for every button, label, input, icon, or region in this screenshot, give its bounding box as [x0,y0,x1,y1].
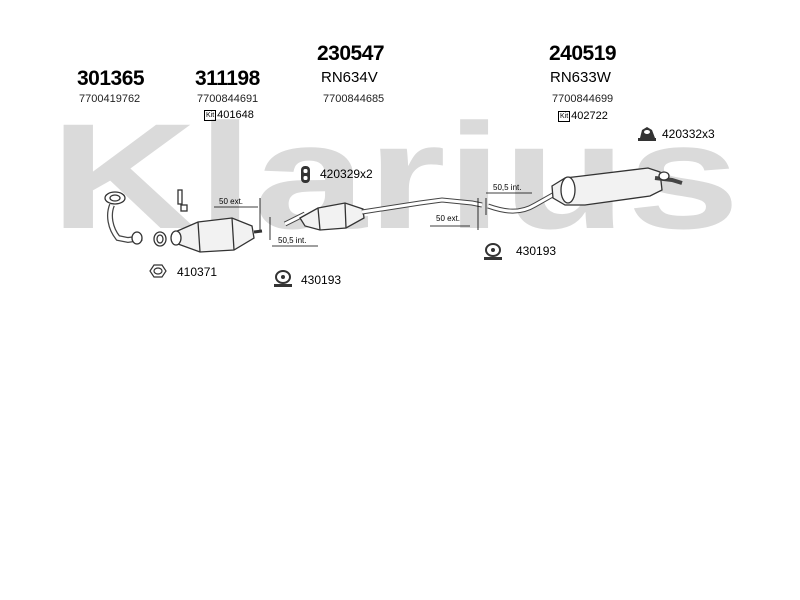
rubber-mount-icon [638,127,656,141]
rear-silencer-240519 [487,167,683,214]
fitting-ref: 430193 [301,273,342,287]
gasket-icon [149,264,167,278]
intermediate-pipe-230547 [283,197,483,231]
oe-number: 7700844685 [323,93,385,105]
fitting-ref: 420329x2 [320,167,373,181]
product-code: RN634V [321,69,378,86]
part-number: 240519 [549,42,617,65]
kit-number: 402722 [571,110,608,122]
kit-icon: Kit [204,109,217,121]
dimension-label: 50 ext. [219,197,244,206]
product-code: RN633W [550,69,611,86]
fitting-ref: 430193 [516,244,557,258]
clamp-icon [274,270,292,287]
rubber-hanger-icon [301,166,310,183]
dimension-label: 50,5 int. [278,236,307,245]
oe-number: 7700844691 [197,93,259,105]
part-number: 301365 [77,67,145,90]
catalyst-311198 [170,217,263,253]
front-pipe-301365 [104,191,143,245]
part-number: 230547 [317,42,385,65]
fitting-ref: 420332x3 [662,127,715,141]
dimension-markers [214,192,532,247]
lambda-sensor-boss [177,189,188,212]
kit-reference: Kit 402722 [558,110,608,122]
kit-reference: Kit 401648 [204,109,254,121]
kit-icon: Kit [558,110,571,122]
dimension-label: 50 ext. [436,214,461,223]
oe-number: 7700844699 [552,93,614,105]
oe-number: 7700419762 [79,93,141,105]
part-number: 311198 [195,67,260,90]
kit-number: 401648 [217,109,254,121]
flange-gasket [153,231,167,247]
fitting-ref: 410371 [177,265,218,279]
dimension-label: 50,5 int. [493,183,522,192]
clamp-icon [484,243,502,260]
